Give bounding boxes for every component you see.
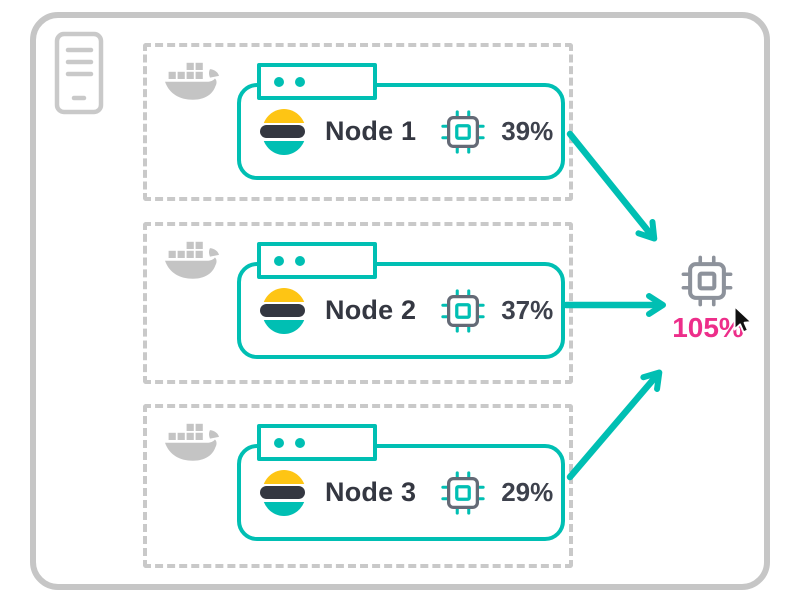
tab-dot — [295, 76, 305, 87]
cpu-chip-icon — [440, 288, 486, 334]
container-boundary-3: Node 3 29% — [143, 404, 573, 568]
node-name: Node 2 — [325, 295, 417, 325]
node-cpu-percent: 29% — [501, 477, 554, 507]
elasticsearch-icon — [260, 287, 307, 334]
tab-dot — [274, 255, 284, 266]
tab-dot — [274, 76, 284, 87]
node-cpu-percent: 39% — [501, 116, 554, 146]
tab-dot — [295, 437, 305, 448]
docker-icon — [163, 422, 223, 472]
server-icon — [54, 31, 104, 115]
container-boundary-2: Node 2 37% — [143, 222, 573, 384]
node-card: Node 1 39% — [237, 83, 565, 180]
elasticsearch-icon — [260, 108, 307, 155]
total-cpu-percent: 105% — [672, 312, 744, 343]
node-cpu-percent: 37% — [501, 295, 554, 325]
cpu-chip-icon — [440, 109, 486, 155]
container-boundary-1: Node 1 39% — [143, 43, 573, 201]
tab-dot — [295, 255, 305, 266]
mouse-cursor-icon — [729, 304, 755, 338]
docker-icon — [163, 61, 223, 111]
tab-dot — [274, 437, 284, 448]
elasticsearch-icon — [260, 469, 307, 516]
total-cpu-chip-icon — [680, 254, 734, 308]
cpu-chip-icon — [440, 470, 486, 516]
node-window-tab — [257, 63, 377, 100]
node-name: Node 3 — [325, 477, 417, 507]
docker-icon — [163, 240, 223, 290]
node-window-tab — [257, 424, 377, 461]
node-window-tab — [257, 242, 377, 279]
node-name: Node 1 — [325, 116, 417, 146]
